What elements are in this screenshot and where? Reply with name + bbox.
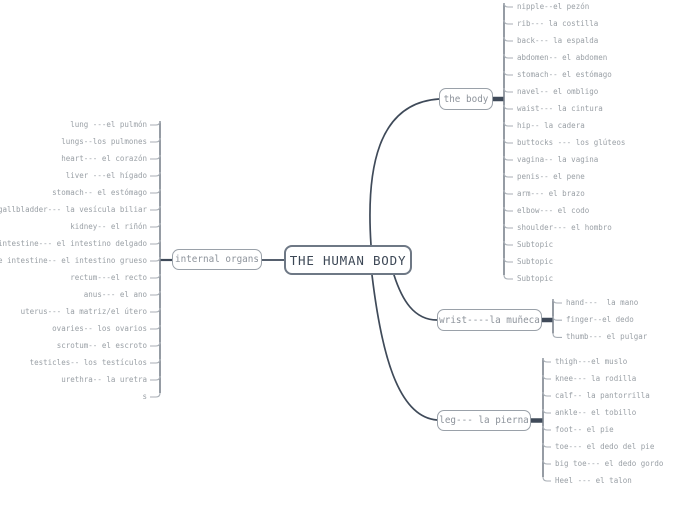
subtopic-tick [150, 188, 161, 194]
subtopic-tick [503, 53, 513, 59]
subtopic-tick [503, 274, 513, 280]
subtopic-tick [150, 290, 161, 296]
subtopic-item[interactable]: ankle-- el tobillo [555, 408, 637, 417]
branch-curve [371, 274, 438, 421]
subtopic-tick [150, 137, 161, 143]
subtopic-item[interactable]: small intestine--- el intestino delgado [0, 239, 147, 248]
subtopic-item[interactable]: stomach-- el estómago [517, 70, 612, 79]
subtopic-tick [503, 138, 513, 144]
subtopic-tick [542, 391, 551, 397]
subtopic-tick [542, 476, 551, 482]
subtopic-item[interactable]: calf-- la pantorrilla [555, 391, 650, 400]
subtopic-item[interactable]: stomach-- el estómago [52, 188, 147, 197]
subtopic-tick [542, 459, 551, 465]
subtopic-tick [503, 155, 513, 161]
subtopic-item[interactable]: navel-- el ombligo [517, 87, 599, 96]
subtopic-tick [503, 70, 513, 76]
subtopic-tick [150, 256, 161, 262]
subtopic-item[interactable]: large intestine-- el intestino grueso [0, 256, 147, 265]
subtopic-item[interactable]: abdomen-- el abdomen [517, 53, 608, 62]
subtopic-tick [503, 121, 513, 127]
subtopic-item[interactable]: vagina-- la vagina [517, 155, 599, 164]
subtopic-tick [552, 333, 562, 338]
subtopic-item[interactable]: Subtopic [517, 240, 554, 249]
subtopic-item[interactable]: foot-- el pie [555, 425, 614, 434]
subtopic-item[interactable]: anus--- el ano [83, 290, 147, 299]
subtopic-tick [503, 104, 513, 110]
subtopic-tick [150, 341, 161, 347]
subtopic-tick [503, 19, 513, 25]
subtopic-tick [542, 442, 551, 448]
subtopic-item[interactable]: elbow--- el codo [517, 206, 590, 215]
subtopic-tick [150, 273, 161, 279]
subtopic-item[interactable]: toe--- el dedo del pie [555, 442, 655, 451]
subtopic-tick [150, 171, 161, 177]
subtopic-tick [150, 222, 161, 228]
subtopic-item[interactable]: shoulder--- el hombro [517, 223, 612, 232]
subtopic-item[interactable]: rib--- la costilla [517, 19, 599, 28]
subtopic-tick [150, 324, 161, 330]
subtopic-tick [552, 298, 562, 304]
subtopic-tick [150, 205, 161, 211]
subtopic-item[interactable]: back--- la espalda [517, 36, 599, 45]
subtopic-tick [542, 408, 551, 414]
subtopic-item[interactable]: Heel --- el talon [555, 476, 632, 485]
subtopic-item[interactable]: big toe--- el dedo gordo [555, 459, 664, 468]
subtopic-tick [503, 87, 513, 93]
subtopic-tick [150, 307, 161, 313]
subtopic-item[interactable]: Subtopic [517, 257, 554, 266]
subtopic-item[interactable]: nipple--el pezón [517, 2, 590, 11]
subtopic-tick [503, 172, 513, 178]
subtopic-item[interactable]: thigh---el muslo [555, 357, 628, 366]
branch-node-leg[interactable]: leg--- la pierna [437, 410, 531, 431]
subtopic-tick [503, 257, 513, 263]
subtopic-item[interactable]: gallbladder--- la vesícula biliar [0, 205, 147, 214]
subtopic-item[interactable]: s [142, 392, 147, 401]
subtopic-item[interactable]: arm--- el brazo [517, 189, 585, 198]
subtopic-item[interactable]: Subtopic [517, 274, 554, 283]
subtopic-item[interactable]: penis-- el pene [517, 172, 585, 181]
subtopic-item[interactable]: kidney-- el riñón [70, 222, 147, 231]
subtopic-item[interactable]: rectum---el recto [70, 273, 147, 282]
branch-curve [369, 98, 440, 246]
subtopic-item[interactable]: testicles-- los testículos [29, 358, 147, 367]
subtopic-tick [503, 36, 513, 42]
subtopic-tick [150, 120, 161, 126]
subtopic-tick [552, 316, 562, 321]
subtopic-item[interactable]: liver ---el hígado [65, 171, 147, 180]
subtopic-tick [150, 239, 161, 245]
branch-node-wrist[interactable]: wrist----la muñeca [437, 309, 542, 331]
subtopic-item[interactable]: lungs--los pulmones [61, 137, 147, 146]
subtopic-item[interactable]: waist--- la cintura [517, 104, 603, 113]
subtopic-tick [503, 206, 513, 212]
subtopic-item[interactable]: thumb--- el pulgar [566, 332, 648, 342]
subtopic-tick [503, 223, 513, 229]
subtopic-tick [150, 375, 161, 381]
central-topic[interactable]: THE HUMAN BODY [284, 245, 412, 275]
subtopic-item[interactable]: heart--- el corazón [61, 154, 147, 163]
subtopic-item[interactable]: buttocks --- los glúteos [517, 138, 626, 147]
subtopic-tick [503, 2, 513, 8]
branch-node-internal-organs[interactable]: internal organs [172, 249, 262, 270]
subtopic-tick [503, 240, 513, 246]
subtopic-tick [542, 374, 551, 380]
subtopic-item[interactable]: scrotum-- el escroto [56, 341, 147, 350]
subtopic-item[interactable]: hand--- la mano [566, 298, 639, 307]
branch-node-the-body[interactable]: the body [439, 88, 493, 110]
subtopic-tick [150, 358, 161, 364]
subtopic-item[interactable]: ovaries-- los ovarios [52, 324, 147, 333]
subtopic-item[interactable]: urethra-- la uretra [61, 375, 147, 384]
subtopic-item[interactable]: uterus--- la matriz/el útero [20, 307, 147, 316]
subtopic-tick [542, 357, 551, 363]
subtopic-tick [503, 189, 513, 195]
subtopic-item[interactable]: hip-- la cadera [517, 121, 585, 130]
subtopic-tick [150, 154, 161, 160]
subtopic-tick [542, 425, 551, 431]
branch-curve [393, 274, 438, 321]
subtopic-item[interactable]: lung ---el pulmón [70, 120, 147, 129]
subtopic-tick [150, 392, 161, 398]
subtopic-item[interactable]: knee--- la rodilla [555, 374, 637, 383]
subtopic-item[interactable]: finger--el dedo [566, 315, 634, 325]
